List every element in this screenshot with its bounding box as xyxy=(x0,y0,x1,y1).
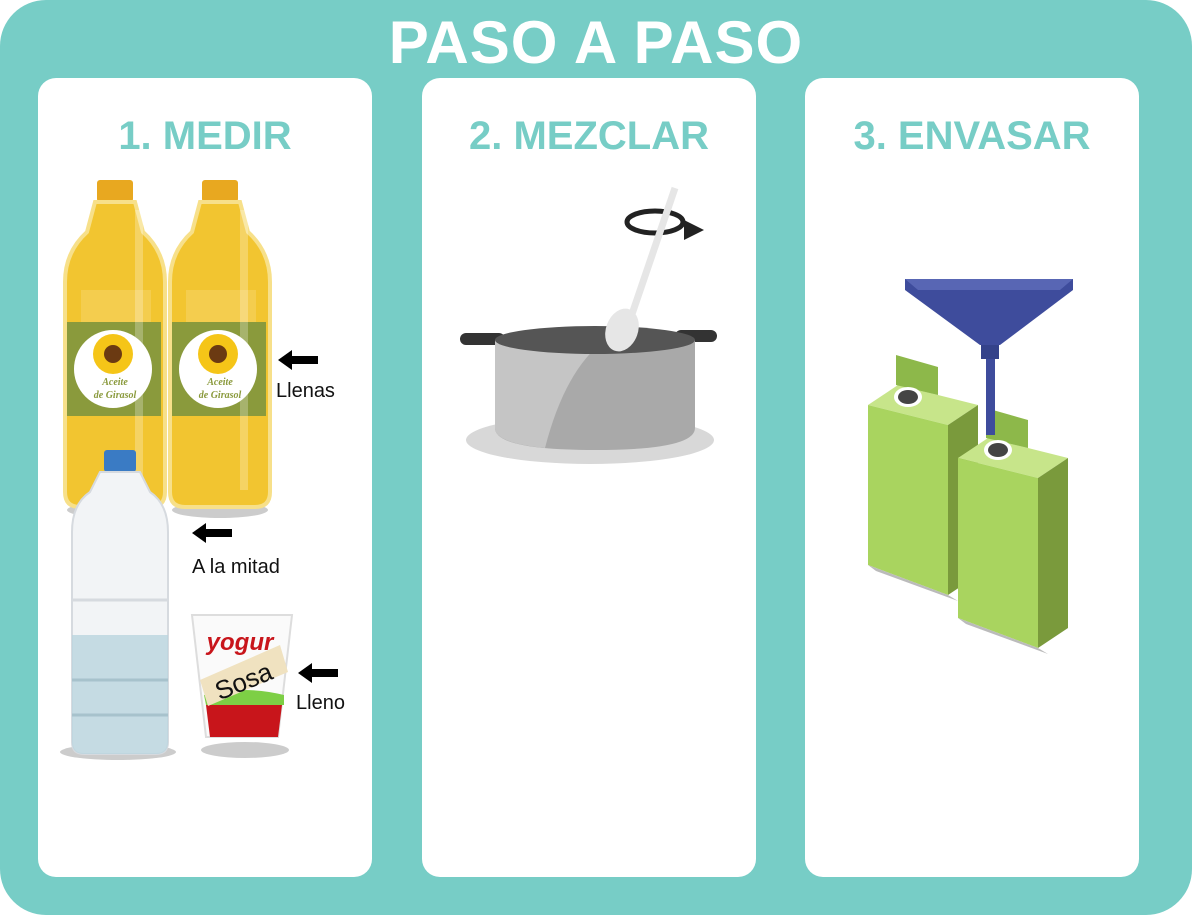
funnel-icon xyxy=(905,279,1073,435)
page-title: PASO A PASO xyxy=(388,9,804,76)
yogurt-cup-icon: yogur Sosa xyxy=(190,614,294,758)
step-panel-mezclar: 2. MEZCLAR xyxy=(422,78,756,877)
arrow-left-icon xyxy=(192,350,338,683)
oil-label-text: Aceite xyxy=(101,377,128,388)
oil-label-text: Aceite xyxy=(206,377,233,388)
step-heading: 1. MEDIR xyxy=(118,114,292,158)
oil-amount-label: Llenas xyxy=(276,380,335,402)
carton-icon xyxy=(868,355,1068,654)
oil-label-text: de Girasol xyxy=(199,390,242,401)
oil-bottle-icon xyxy=(168,178,272,520)
yogurt-brand-text: yogur xyxy=(206,629,275,656)
rotation-arrow-icon xyxy=(624,208,704,240)
water-amount-label: A la mitad xyxy=(192,556,280,578)
oil-label-text: de Girasol xyxy=(94,390,137,401)
water-bottle-icon xyxy=(60,450,176,760)
sosa-amount-label: Lleno xyxy=(296,692,345,714)
step-heading: 3. ENVASAR xyxy=(853,114,1091,158)
pot-with-spoon-icon xyxy=(460,186,717,464)
step-heading: 2. MEZCLAR xyxy=(469,114,709,158)
